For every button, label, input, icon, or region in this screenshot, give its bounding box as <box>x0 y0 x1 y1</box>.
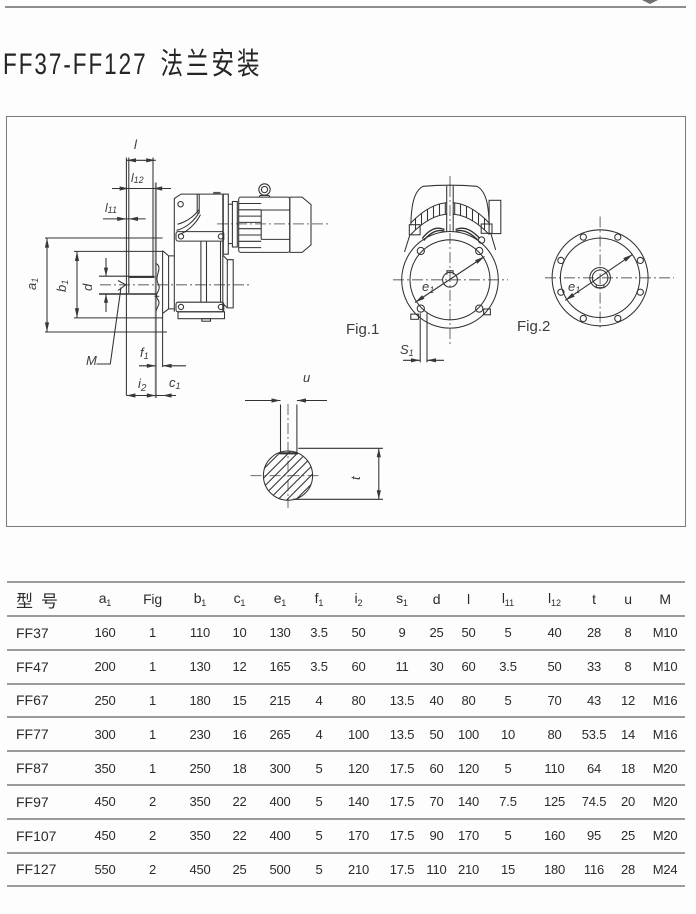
svg-text:t: t <box>348 475 363 480</box>
svg-text:e1: e1 <box>568 279 580 295</box>
svg-text:M: M <box>86 353 97 368</box>
svg-text:b1: b1 <box>54 280 70 292</box>
svg-text:Fig.1: Fig.1 <box>346 321 379 338</box>
svg-text:i2: i2 <box>138 376 147 394</box>
svg-text:S1: S1 <box>400 342 414 358</box>
svg-text:e1: e1 <box>422 279 434 295</box>
svg-text:a1: a1 <box>24 278 40 290</box>
svg-text:l11: l11 <box>105 201 117 215</box>
svg-text:l12: l12 <box>131 171 144 185</box>
svg-text:d: d <box>80 283 95 291</box>
svg-text:Fig.2: Fig.2 <box>517 318 550 335</box>
svg-text:u: u <box>303 370 310 385</box>
svg-text:f1: f1 <box>140 345 149 361</box>
svg-text:l: l <box>134 137 138 152</box>
svg-text:c1: c1 <box>169 375 181 391</box>
